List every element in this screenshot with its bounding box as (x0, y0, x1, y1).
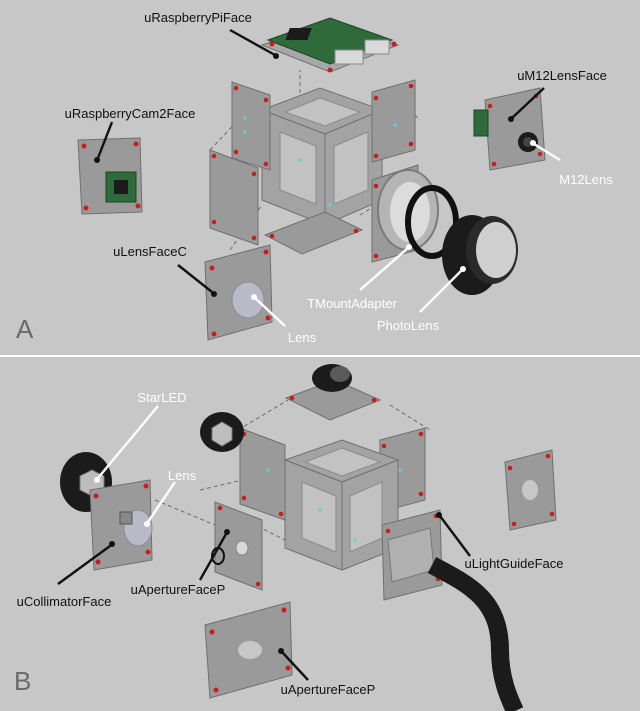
panel-a-leaders (94, 28, 561, 327)
label-raspberry-cam2-face: uRaspberryCam2Face (65, 106, 196, 121)
light-guide-face (381, 509, 443, 601)
photo-lens (442, 215, 518, 295)
panel-b-cube-frame (283, 439, 400, 571)
aperture-face-p-bottom (204, 601, 293, 699)
panel-b-markers (266, 468, 402, 542)
panel-a-face-bottom (263, 211, 364, 255)
panel-a-labels: uRaspberryPiFace uRaspberryCam2Face uM12… (16, 10, 613, 345)
panel-b-labels: StarLED Lens uApertureFaceP uLightGuideF… (14, 390, 564, 697)
star-led (200, 412, 244, 452)
panel-b-face-far-right (504, 449, 557, 531)
aperture-face-p-left (211, 501, 263, 591)
label-aperture-face-p-bottom: uApertureFaceP (281, 682, 376, 697)
label-aperture-face-p-left: uApertureFaceP (131, 582, 226, 597)
panel-b-letter: B (14, 666, 31, 696)
panel-b-face-top (284, 364, 382, 421)
label-lens-b: Lens (168, 468, 197, 483)
panel-a: uRaspberryPiFace uRaspberryCam2Face uM12… (16, 10, 613, 345)
panel-a-cube-frame (260, 87, 384, 226)
panel-a-face-right-back (371, 79, 416, 163)
label-raspberry-pi-face: uRaspberryPiFace (144, 10, 252, 25)
label-lens-a: Lens (288, 330, 317, 345)
lens-face-c (204, 244, 273, 341)
m12-lens-face (473, 87, 546, 171)
tmount-adapter (377, 169, 459, 259)
panel-b-leaders (57, 405, 471, 681)
label-lens-face-c: uLensFaceC (113, 244, 187, 259)
panel-a-face-left-back (231, 81, 271, 171)
label-collimator-face: uCollimatorFace (17, 594, 112, 609)
label-m12-lens: M12Lens (559, 172, 613, 187)
panel-a-letter: A (16, 314, 34, 344)
label-light-guide-face: uLightGuideFace (464, 556, 563, 571)
panel-b: StarLED Lens uApertureFaceP uLightGuideF… (14, 364, 564, 711)
panel-a-markers (243, 116, 397, 207)
label-tmount-adapter: TMountAdapter (307, 296, 397, 311)
label-photo-lens: PhotoLens (377, 318, 440, 333)
raspberry-pi-face (260, 17, 400, 73)
light-guide-cable (427, 557, 524, 711)
label-m12-lens-face: uM12LensFace (517, 68, 607, 83)
panel-a-face-left (209, 149, 259, 246)
panel-b-face-left-back (239, 427, 286, 521)
raspberry-cam2-face (77, 137, 143, 215)
collimator-face (60, 452, 153, 571)
label-star-led: StarLED (137, 390, 186, 405)
